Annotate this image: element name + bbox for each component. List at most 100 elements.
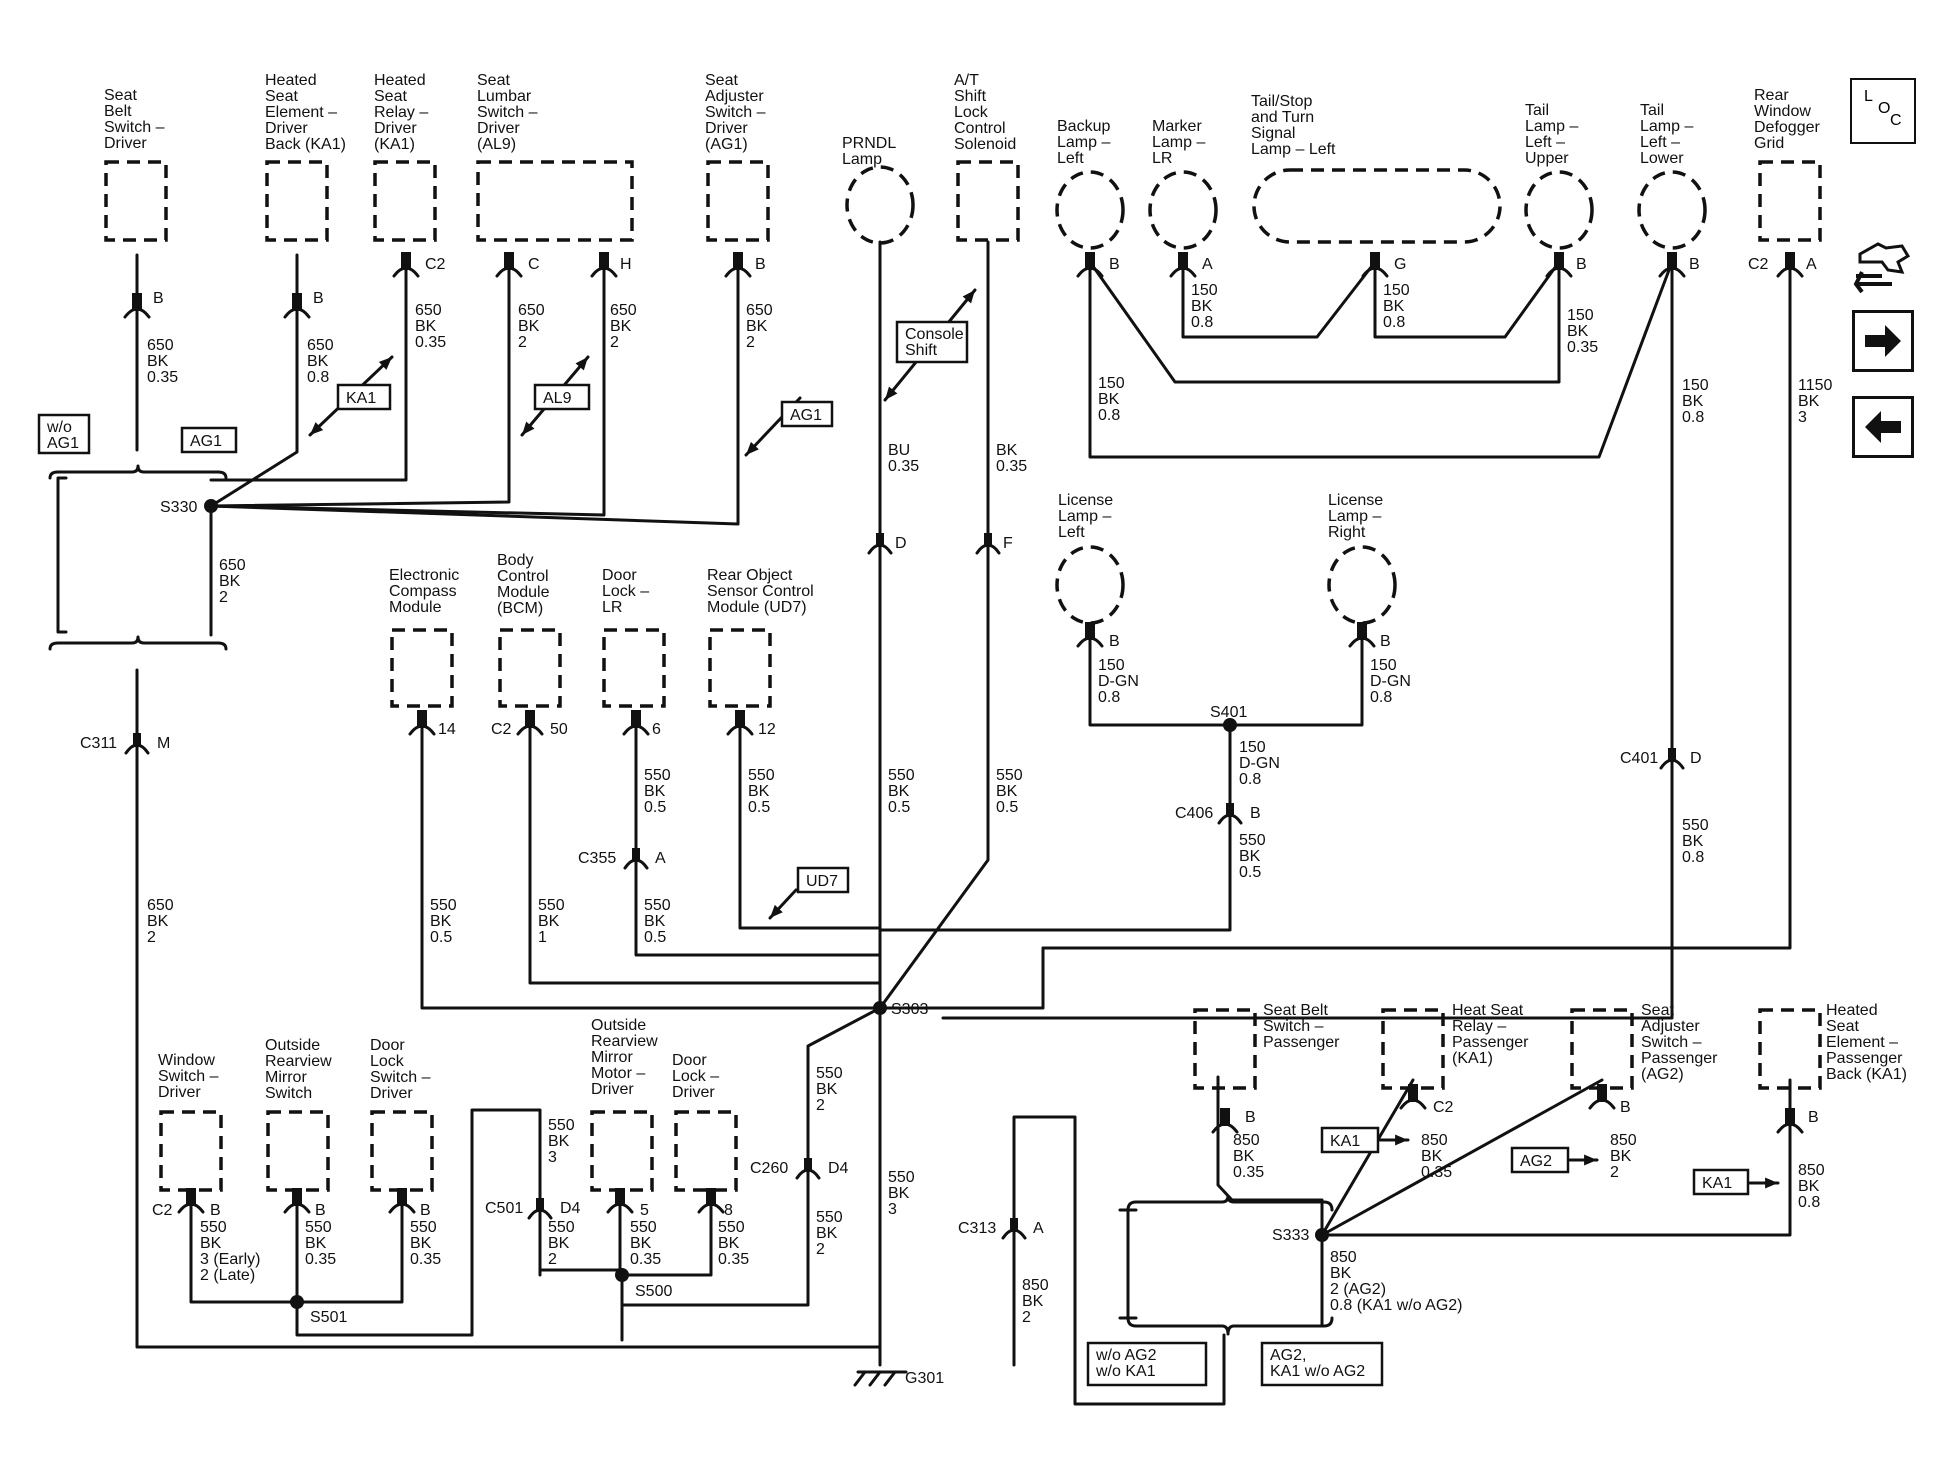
tailstop-socket <box>1361 266 1389 278</box>
s401-splice <box>1223 718 1237 732</box>
bracket-s333-top <box>1126 1194 1334 1212</box>
pin-label-prndl: D <box>895 535 907 552</box>
loc-l: L <box>1864 88 1873 105</box>
heat-pass-pin <box>1785 1108 1795 1126</box>
relay-pass-socket <box>1399 1098 1427 1110</box>
tag-wo-ag1 <box>37 413 91 455</box>
c355-conn-pin <box>632 848 640 862</box>
component-shapes <box>37 160 1822 1387</box>
arrow-ka1-right-b-head <box>1765 1177 1778 1189</box>
door-lock-driver-box <box>674 1110 738 1192</box>
conn-label-c501: C501 <box>485 1200 523 1217</box>
belt-pass-pin <box>1220 1108 1230 1126</box>
tail-lower-pin <box>1667 252 1677 270</box>
pin-label-adj-pass: B <box>1620 1099 1631 1116</box>
pin-label-seat-belt-driver: B <box>153 290 164 307</box>
pin-label-win-conn: C2 <box>152 1202 173 1219</box>
pin-label-heat-pass: B <box>1808 1109 1819 1126</box>
arrow-ag1-head <box>746 441 759 455</box>
bracket-s333-left <box>1118 1208 1138 1320</box>
door-lock-switch-driver-box <box>370 1110 434 1192</box>
tag-ag1-left-text: AG1 <box>190 433 222 450</box>
arrow-right-icon <box>1865 325 1901 357</box>
prndl-lamp-shape <box>845 165 915 245</box>
tail-upper-pin <box>1554 252 1564 270</box>
pin-label-backup: B <box>1109 256 1120 273</box>
lic-right-socket <box>1348 636 1376 648</box>
pin-label-c311: M <box>157 735 170 752</box>
conn-label-c355: C355 <box>578 850 616 867</box>
splice-label-s401: S401 <box>1210 704 1247 721</box>
tag-ka1 <box>336 383 392 411</box>
pin-label-lumbar-c: C <box>528 256 540 273</box>
tag-ag2-ka1-wo-ag2 <box>1260 1341 1384 1387</box>
lumbar-h-pin <box>599 252 609 270</box>
pin-label-adjuster-driver: B <box>755 256 766 273</box>
tag-ag1-text: AG1 <box>790 407 822 424</box>
next-page-button[interactable] <box>1852 310 1914 372</box>
tag-ag2-right <box>1510 1146 1570 1174</box>
pin-label-lic-right: B <box>1380 633 1391 650</box>
pin-label-door-lock-drv: 8 <box>724 1202 733 1219</box>
conn-label-c311: C311 <box>80 735 117 752</box>
seat-adjuster-switch-passenger-box <box>1570 1008 1634 1090</box>
heated-elem-driver-socket <box>283 307 311 319</box>
window-switch-driver-box <box>159 1110 223 1192</box>
belt-pass-socket <box>1211 1122 1239 1134</box>
window-sw-pin <box>186 1188 196 1206</box>
arrow-console-shift-head <box>885 386 898 400</box>
g301-ground-icon <box>853 1370 908 1387</box>
prev-page-button[interactable] <box>1852 396 1914 458</box>
connector-view-icon[interactable] <box>1852 232 1912 302</box>
lumbar-c-pin <box>504 252 514 270</box>
relay-driver-socket <box>392 266 420 278</box>
pin-label-tail-upper: B <box>1576 256 1587 273</box>
seat-belt-switch-driver-box <box>104 160 168 242</box>
c313-conn-pin <box>1010 1218 1018 1232</box>
lock-sw-socket <box>388 1202 416 1214</box>
adjuster-driver-pin <box>733 252 743 270</box>
marker-socket <box>1169 266 1197 278</box>
pin-label-relay-driver: C2 <box>425 256 446 273</box>
adj-pass-pin <box>1597 1084 1607 1102</box>
conn-label-c401: C401 <box>1620 750 1658 767</box>
loc-badge[interactable]: L O C <box>1850 78 1916 144</box>
s333-splice <box>1315 1228 1329 1242</box>
tail-lower-socket <box>1658 266 1686 278</box>
lumbar-c-socket <box>495 266 523 278</box>
tag-ag1 <box>780 400 834 428</box>
seat-belt-switch-passenger-box <box>1193 1008 1257 1090</box>
pin-label-defog-conn: C2 <box>1748 256 1769 273</box>
compass-pin <box>417 710 427 728</box>
pin-label-c401: D <box>1690 750 1702 767</box>
arrow-ka1-right-a-head <box>1395 1134 1408 1146</box>
relay-driver-pin <box>401 252 411 270</box>
